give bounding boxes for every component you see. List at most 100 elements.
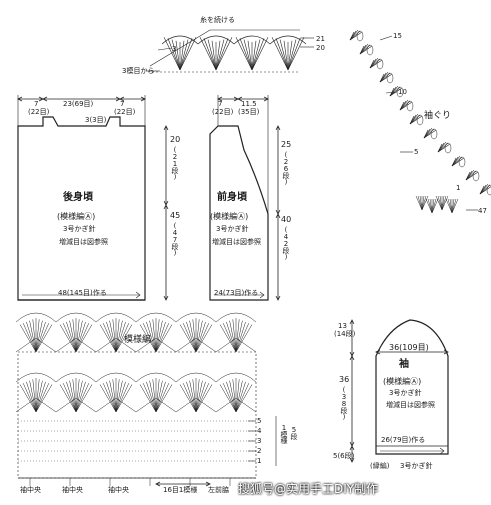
armhole-stitch: [479, 183, 489, 195]
back-dim-upper: [163, 125, 169, 131]
back-hem-arrow: [135, 291, 141, 299]
pattern-fan-stitch: [195, 324, 213, 353]
armhole-stitch: [437, 143, 451, 153]
pattern-fan-stitch: [226, 381, 237, 413]
pattern-fan-stitch: [106, 381, 117, 413]
armhole-stitch: [379, 71, 389, 83]
sleeve-edging-hook: 3号かぎ針: [400, 462, 433, 470]
armhole-fan-stitch: [419, 195, 423, 211]
top-chart-fan-stitch: [163, 37, 181, 71]
pattern-fan-stitch: [99, 384, 117, 413]
pattern-fan-stitch: [189, 380, 197, 413]
armhole-label-47: 47: [478, 207, 487, 215]
pattern-fan-stitch: [229, 380, 237, 413]
pattern-fan-stitch: [222, 323, 237, 353]
armhole-stitch: [451, 156, 463, 167]
pattern-chain: [15, 337, 57, 353]
pattern-fan-stitch: [32, 319, 37, 353]
armhole-fan-stitch: [441, 195, 445, 211]
top-chart-fan-stitch: [287, 37, 305, 71]
pattern-fan-stitch: [29, 380, 37, 413]
pattern-fan-stitch: [102, 323, 117, 353]
pattern-fan-stitch: [112, 379, 117, 413]
front-piece-outline: [209, 125, 269, 301]
top-chart-fan-arc: [197, 35, 235, 45]
pattern-fan-stitch: [155, 381, 166, 413]
pattern-fan-stitch: [186, 321, 197, 353]
armhole-fan-stitch: [425, 198, 433, 214]
sleeve-bottom: 26(79目)作る: [381, 436, 426, 444]
pattern-fan-arc: [15, 372, 57, 383]
back-side-upper: 20: [170, 135, 181, 144]
pattern-fan-stitch: [75, 319, 80, 353]
pattern-fan-arc: [15, 312, 57, 323]
pattern-fan-stitch: [22, 383, 37, 413]
top-chart-fan-stitch: [275, 38, 289, 71]
back-side-upper-alt: (21段): [171, 146, 179, 180]
front-dim-upper: [275, 125, 281, 131]
top-chart-fan-stitch: [251, 38, 265, 71]
armhole-row-pointer: [385, 91, 398, 94]
front-side-lower-alt: (42段): [282, 226, 290, 260]
pattern-fan-stitch: [35, 323, 50, 353]
armhole-loop: [486, 184, 491, 196]
armhole-fan-stitch: [421, 195, 429, 211]
pattern-fan-stitch: [149, 320, 157, 353]
pattern-bottom-label-5: 左前脇: [208, 486, 229, 494]
pattern-fan-arc: [55, 372, 97, 383]
pattern-fan-stitch: [75, 321, 86, 353]
pattern-fan-stitch: [106, 321, 117, 353]
pattern-fan-stitch: [155, 320, 163, 353]
pattern-fan-stitch: [75, 320, 83, 353]
pattern-row-4: 4: [257, 427, 262, 435]
pattern-fan-stitch: [35, 380, 43, 413]
top-chart-edge: [149, 29, 300, 67]
pattern-fan-stitch: [115, 384, 133, 413]
pattern-fan-stitch: [99, 324, 117, 353]
armhole-fan-stitch: [439, 195, 443, 211]
pattern-fan-stitch: [102, 383, 117, 413]
pattern-fan-stitch: [29, 320, 37, 353]
pattern-bottom-label-3: 袖中央: [108, 486, 129, 494]
armhole-stitch: [479, 186, 491, 195]
sleeve-stitch: (模様編Ⓐ): [383, 377, 422, 386]
armhole-fan-stitch: [431, 198, 439, 214]
front-side-lower: 40: [281, 215, 292, 224]
pattern-repeat: 1模様: [280, 424, 288, 443]
armhole-fan-stitch: [431, 198, 437, 214]
pattern-fan-stitch: [35, 384, 53, 413]
front-bottom: 24(73目)作る: [214, 289, 259, 297]
pattern-fan-stitch: [155, 321, 166, 353]
pattern-fan-stitch: [139, 384, 157, 413]
armhole-fan-stitch: [441, 195, 449, 211]
armhole-loop: [444, 142, 452, 154]
pattern-fan-stitch: [155, 319, 160, 353]
armhole-fan-stitch: [441, 195, 447, 211]
pattern-chain: [175, 397, 217, 413]
sleeve-hook: 3号かぎ針: [389, 389, 422, 397]
pattern-fan-stitch: [115, 379, 120, 413]
pattern-fan-stitch: [195, 381, 206, 413]
armhole-stitch: [349, 29, 359, 41]
pattern-fan-stitch: [195, 321, 206, 353]
back-top-mid: 23(69目): [63, 100, 94, 108]
armhole-stitch: [437, 142, 449, 153]
pattern-row-3: 3: [257, 437, 262, 445]
top-chart-fan-stitch: [251, 37, 269, 71]
pattern-fan-stitch: [139, 324, 157, 353]
front-dim-lower: [275, 213, 281, 219]
armhole-stitch: [409, 114, 421, 125]
pattern-row-1: 1: [257, 457, 262, 465]
pattern-fan-stitch: [155, 323, 170, 353]
front-hook: 3号かぎ針: [216, 225, 249, 233]
sleeve-dim-cap: [349, 319, 355, 325]
back-top-right-alt: (22目): [114, 108, 136, 116]
armhole-stitch: [389, 85, 399, 97]
pattern-fan-stitch: [115, 380, 123, 413]
armhole-stitch: [423, 127, 433, 139]
sleeve-title: 袖: [399, 359, 409, 370]
pattern-fan-stitch: [35, 321, 46, 353]
pattern-fan-stitch: [235, 323, 250, 353]
armhole-stitch: [465, 171, 479, 181]
